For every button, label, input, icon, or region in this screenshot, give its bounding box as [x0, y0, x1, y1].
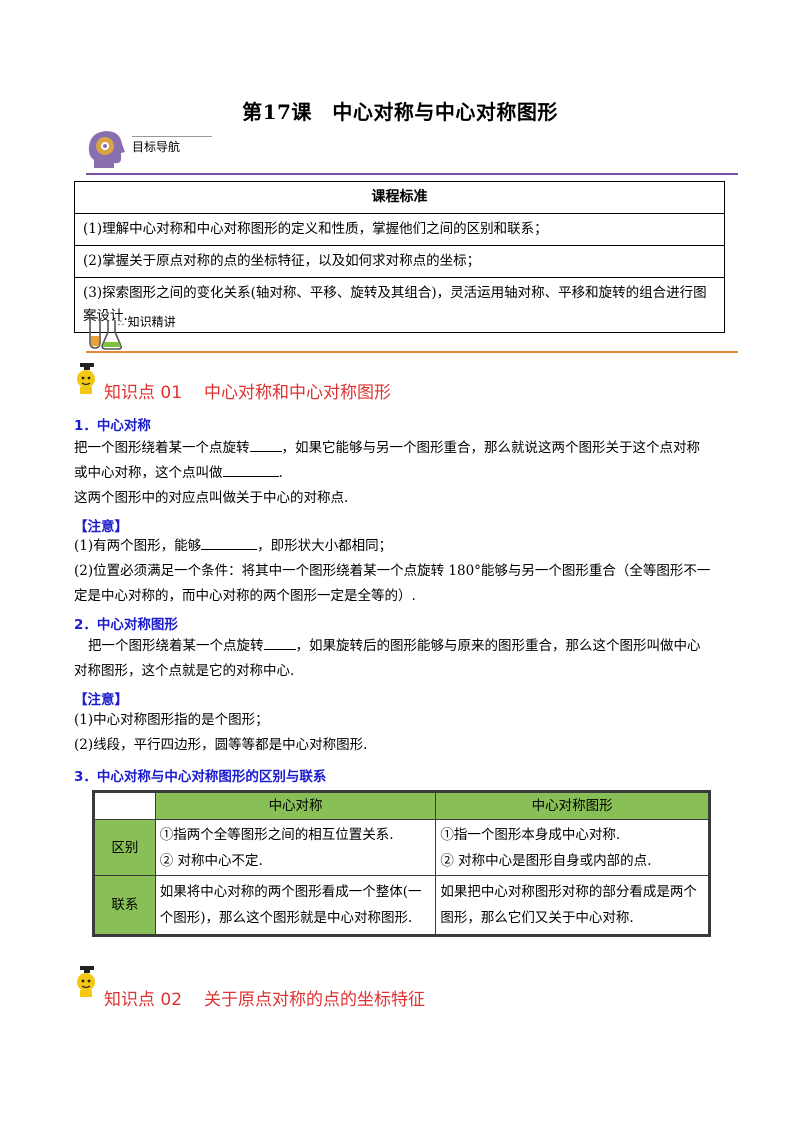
note-1: 【注意】	[74, 519, 128, 535]
table-col-1-header: 中心对称	[154, 790, 437, 820]
goal-nav-label: 目标导航	[132, 140, 181, 154]
table-row-2-cell-1: 如果将中心对称的两个图形看成一个整体(一个图形)，那么这个图形就是中心对称图形.	[154, 875, 437, 937]
standards-table: 课程标准 (1)理解中心对称和中心对称图形的定义和性质，掌握他们之间的区别和联系…	[74, 181, 725, 333]
brain-head-icon	[86, 128, 126, 172]
knowledge-label: ∴ 知识精讲	[118, 315, 176, 329]
page-title: 第17课 中心对称与中心对称图形	[242, 100, 558, 124]
standards-item-1: (1)理解中心对称和中心对称图形的定义和性质，掌握他们之间的区别和联系；	[74, 213, 725, 246]
note-2-body: (1)中心对称图形指的是个图形； (2)线段，平行四边形，圆等等都是中心对称图形…	[74, 712, 368, 753]
table-corner	[92, 790, 156, 820]
kp2-heading: 知识点 02 关于原点对称的点的坐标特征	[104, 985, 425, 1010]
standards-item-2: (2)掌握关于原点对称的点的坐标特征，以及如何求对称点的坐标；	[74, 245, 725, 278]
table-row-1-label: 区别	[92, 819, 156, 876]
knowledge-rule	[86, 351, 738, 353]
section-2-para: 把一个图形绕着某一个点旋转，如果旋转后的图形能够与原来的图形重合，那么这个图形叫…	[74, 634, 734, 684]
section-2-title: 2．中心对称图形	[74, 617, 178, 633]
section-1-para-1: 把一个图形绕着某一个点旋转，如果它能够与另一个图形重合，那么就说这两个图形关于这…	[74, 436, 734, 511]
blank-1	[249, 437, 282, 452]
table-row-2-cell-2: 如果把中心对称图形对称的部分看成是两个图形，那么它们又关于中心对称.	[435, 875, 711, 937]
mascot-icon	[72, 362, 100, 396]
table-col-2-header: 中心对称图形	[435, 790, 711, 820]
kp2-label: 知识点 02	[104, 990, 183, 1010]
goal-nav-thin-line	[132, 136, 212, 137]
standards-item-3: (3)探索图形之间的变化关系(轴对称、平移、旋转及其组合)，灵活运用轴对称、平移…	[74, 277, 725, 333]
table-row-2-label: 联系	[92, 875, 156, 937]
note-1-body: (1)有两个图形，能够，即形状大小都相同； (2)位置必须满足一个条件：将其中一…	[74, 534, 734, 609]
sparkle-icon: ∴	[118, 319, 124, 329]
comparison-table: 中心对称 中心对称图形 区别 ①指两个全等图形之间的相互位置关系.② 对称中心不…	[92, 790, 711, 937]
blank-3	[201, 535, 258, 550]
kp1-heading: 知识点 01 中心对称和中心对称图形	[104, 378, 391, 403]
kp1-title: 中心对称和中心对称图形	[204, 383, 392, 403]
blank-2	[222, 462, 279, 477]
goal-nav-rule	[86, 173, 738, 175]
kp2-title: 关于原点对称的点的坐标特征	[204, 990, 426, 1010]
flask-icon	[84, 312, 124, 352]
note-2: 【注意】	[74, 692, 128, 708]
table-row-1-cell-1: ①指两个全等图形之间的相互位置关系.② 对称中心不定.	[154, 819, 437, 876]
blank-4	[263, 635, 296, 650]
mascot-icon-2	[72, 965, 100, 999]
table-row-1-cell-2: ①指一个图形本身成中心对称.② 对称中心是图形自身或内部的点.	[435, 819, 711, 876]
section-1-title: 1．中心对称	[74, 418, 151, 434]
standards-header: 课程标准	[74, 181, 725, 214]
kp1-label: 知识点 01	[104, 383, 183, 403]
section-3-title: 3．中心对称与中心对称图形的区别与联系	[74, 769, 327, 785]
